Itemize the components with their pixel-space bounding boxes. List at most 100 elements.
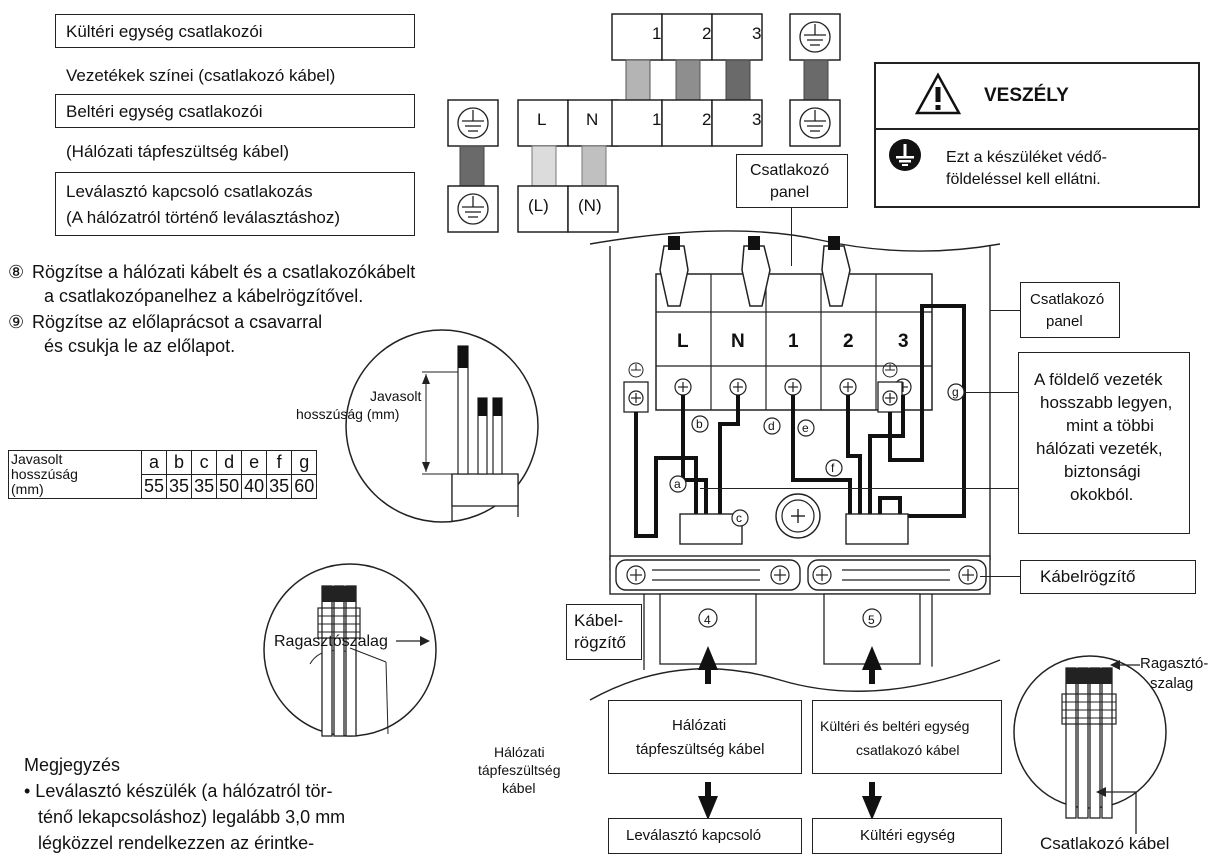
danger-title: VESZÉLY [984,85,1069,106]
link-box-line1: Kültéri és beltéri egység [820,718,970,734]
length-table-letter: f [266,450,293,475]
tape-detail-right [1013,655,1167,819]
step-8-line1: Rögzítse a hálózati kábelt és a csatlako… [32,262,416,282]
length-table-letter: g [291,450,318,475]
clamp-right-box [1020,560,1196,594]
panel-top-box [736,154,848,208]
earth-icon [457,107,489,139]
indoor-terminal-2: 2 [702,110,712,129]
earth-note-line4: hálózati vezeték, [1036,439,1163,458]
clamp-left-box [566,604,642,660]
legend-indoor-terminals-box [55,94,415,128]
disconnect-switch-box [608,818,802,854]
switch-terminal-L: (L) [528,196,549,215]
wire-label-f: f [831,461,835,475]
indoor-terminal-1: 1 [652,110,662,129]
step-9-line1: Rögzítse az előlaprácsot a csavarral [32,312,323,332]
length-table-value: 35 [166,474,193,499]
tape-detail-left [263,563,437,737]
length-table-letter: b [166,450,193,475]
length-table-header-line2: hosszúság [11,466,78,482]
length-table-header: Javasolt hosszúság (mm) [8,450,142,499]
mains-cable-box [608,700,802,774]
length-table-value: 35 [266,474,293,499]
danger-text-line1: Ezt a készüléket védő- [946,149,1107,166]
clamp-left-line1: Kábel- [574,611,624,630]
mains-box-line1: Hálózati [672,717,727,734]
pointer-line [700,488,1018,490]
strip-length-detail [345,329,539,523]
panel-terminal-L: L [677,331,689,352]
mains-cable-left-line1: Hálózati [494,744,545,760]
pointer-line [990,310,1020,312]
length-table-value: 35 [191,474,218,499]
outdoor-terminal-3: 3 [752,24,762,43]
terminal-grid [447,13,841,233]
legend-outdoor-terminals-box [55,14,415,48]
panel-right-line1: Csatlakozó [1030,291,1105,308]
panel-top-line1: Csatlakozó [750,162,830,179]
earth-icon [457,193,489,225]
outdoor-terminal-1: 1 [652,24,662,43]
legend-disconnect-line1: Leválasztó kapcsoló csatlakozás [66,182,313,201]
note-title: Megjegyzés [24,755,121,775]
cable-4-label: 4 [704,613,711,627]
indoor-terminal-L: L [537,110,547,129]
clamp-left-line2: rögzítő [574,633,626,652]
earth-icon [799,107,831,139]
pointer-line [964,392,1018,394]
disconnect-switch-label: Leválasztó kapcsoló [626,827,762,844]
conn-cable-label: Csatlakozó kábel [1040,834,1170,853]
outdoor-terminal-2: 2 [702,24,712,43]
step-9-line2: és csukja le az előlapot. [44,336,236,356]
length-table-letter: a [140,450,168,475]
cable-5-label: 5 [868,613,875,627]
step-9-number: ⑨ [8,312,25,332]
link-cable-box [812,700,1002,774]
length-table-value: 60 [291,474,318,499]
earth-note-line2: hosszabb legyen, [1040,393,1173,412]
wire-label-d: d [768,419,775,433]
danger-box [874,62,1200,208]
earth-note-box [1018,352,1190,534]
legend-indoor-terminals: Beltéri egység csatlakozói [66,102,263,121]
outdoor-unit-label: Kültéri egység [860,827,956,844]
pointer-line [980,576,1020,578]
length-table-value: 50 [216,474,243,499]
legend-disconnect-line2: (A hálózatról történő leválasztáshoz) [66,208,341,227]
legend-wire-colors: Vezetékek színei (csatlakozó kábel) [66,66,336,85]
earth-note-line5: biztonsági [1064,462,1141,481]
mains-cable-left-line3: kábel [502,780,536,796]
length-table-letter: e [241,450,268,475]
tape-left-label: Ragasztószalag [274,633,388,650]
length-table-header-line3: (mm) [11,481,44,497]
clamp-right-label: Kábelrögzítő [1040,567,1136,586]
earth-icon [799,21,831,53]
legend-mains-cable: (Hálózati tápfeszültség kábel) [66,142,290,161]
earth-icon [882,362,898,378]
arrow-right-icon [396,636,430,646]
step-8-line2: a csatlakozópanelhez a kábelrögzítővel. [44,286,364,306]
length-table-letter: d [216,450,243,475]
danger-text-line2: földeléssel kell ellátni. [946,171,1101,188]
link-box-line2: csatlakozó kábel [856,742,960,758]
length-table-value: 55 [140,474,168,499]
panel-terminal-3: 3 [898,331,909,352]
panel-terminal-2: 2 [843,331,854,352]
mains-box-line2: tápfeszültség kábel [636,741,765,758]
panel-terminal-1: 1 [788,331,799,352]
earth-icon [628,362,644,378]
length-table-header-line1: Javasolt [11,451,63,467]
panel-right-line2: panel [1046,313,1083,330]
length-table-letter: c [191,450,218,475]
wiring-diagram [589,230,1001,820]
step-8-number: ⑧ [8,262,25,282]
tape-right-line1: Ragasztó- [1140,655,1209,672]
length-table: Javasolt hosszúság (mm) a b c d e f g 55… [8,450,318,499]
panel-right-box [1020,282,1120,338]
arrow-left-icon [1096,787,1137,834]
indoor-terminal-3: 3 [752,110,762,129]
wire-label-b: b [696,417,703,431]
note-line3: légközzel rendelkezzen az érintke- [38,833,315,853]
danger-divider [876,128,1198,130]
